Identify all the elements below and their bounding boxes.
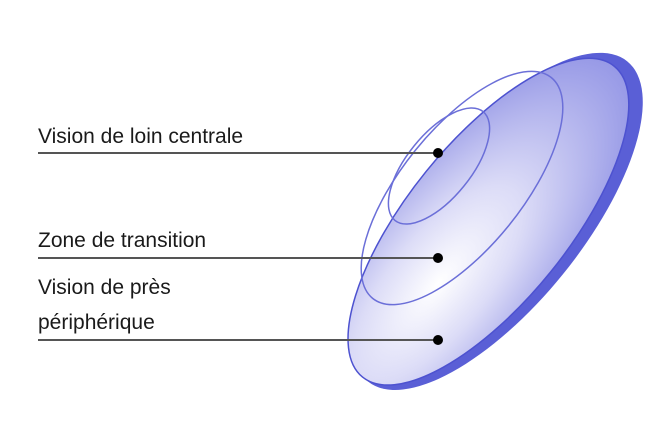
- label-central-distance-vision: Vision de loin centrale: [38, 125, 244, 148]
- point-near: [433, 335, 443, 345]
- central-zone-outline: [387, 107, 491, 225]
- point-transition: [433, 253, 443, 263]
- lens-surface: [347, 57, 630, 386]
- label-near-vision-line1: Vision de près: [38, 276, 171, 299]
- label-near-vision-line2: périphérique: [38, 311, 155, 334]
- transition-zone-outline: [360, 70, 564, 306]
- label-transition-zone: Zone de transition: [38, 229, 207, 252]
- point-central: [433, 148, 443, 158]
